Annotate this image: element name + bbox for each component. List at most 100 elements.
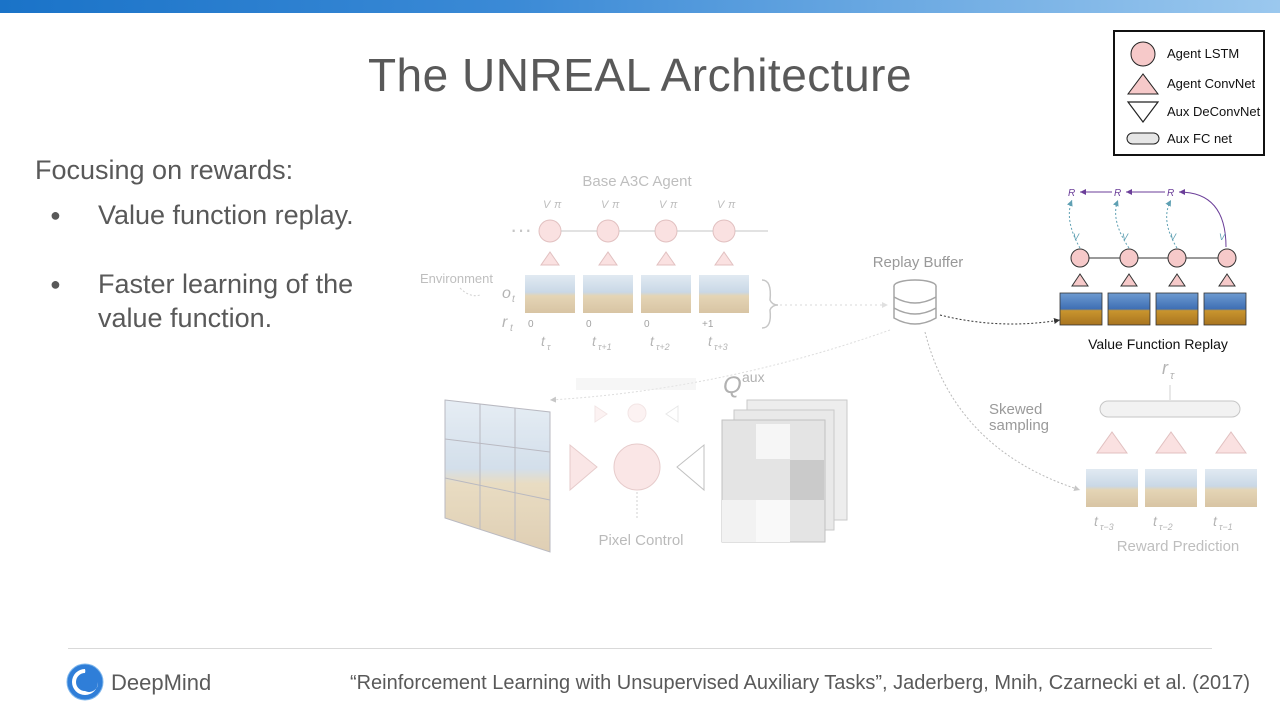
convnet-node xyxy=(1168,273,1186,287)
observation-frame xyxy=(1203,292,1247,326)
lstm-node xyxy=(712,219,736,243)
legend-item-aux-deconvnet: Aux DeConvNet xyxy=(1115,97,1263,125)
database-icon xyxy=(893,279,937,325)
base-timestep-2: V π 0 t τ+2 xyxy=(641,199,691,352)
bracket-shape xyxy=(761,279,779,329)
observation-frame xyxy=(1155,292,1199,326)
bullet-marker: ● xyxy=(50,274,61,294)
q-aux-map xyxy=(746,399,848,521)
observation-frame xyxy=(641,275,691,313)
return-arrow xyxy=(1178,189,1227,248)
ellipsis-text: ··· xyxy=(510,217,532,242)
convnet-node xyxy=(540,251,560,266)
q-aux-map xyxy=(721,419,826,543)
footer-divider xyxy=(68,648,1212,649)
grid-line xyxy=(444,477,551,501)
triangle-up-icon xyxy=(1127,73,1159,95)
time-label-base: t xyxy=(1213,513,1218,529)
replay-buffer-label: Replay Buffer xyxy=(873,254,964,271)
value-arrow xyxy=(1112,199,1130,249)
observation-frame xyxy=(1086,469,1138,507)
lstm-node xyxy=(1119,248,1139,268)
vfr-value-label: V xyxy=(1219,232,1226,242)
convnet-node xyxy=(1120,273,1138,287)
value-arrow xyxy=(1165,199,1178,249)
time-label-sub: τ xyxy=(547,342,551,352)
observation-subscript: t xyxy=(512,294,516,305)
brand-name: DeepMind xyxy=(111,670,212,695)
pixel-control-frames-strip xyxy=(576,378,696,390)
base-agent-title: Base A3C Agent xyxy=(582,173,692,190)
environment-arrow xyxy=(459,287,481,297)
observation-frame xyxy=(699,275,749,313)
q-aux-cell xyxy=(790,460,824,500)
base-timestep-1: V π 0 t τ+1 xyxy=(583,199,633,352)
bullet-text: Value function replay. xyxy=(98,200,354,230)
convnet-node xyxy=(594,405,608,423)
reward-value: 0 xyxy=(528,319,534,330)
convnet-node xyxy=(569,443,598,492)
time-label-sub: τ+2 xyxy=(656,342,670,352)
time-label-base: t xyxy=(650,333,655,349)
rp-output-symbol: r xyxy=(1162,358,1169,378)
policy-output-label: π xyxy=(554,199,562,211)
lstm-node xyxy=(538,219,562,243)
reward-symbol: r xyxy=(502,314,508,331)
convnet-node xyxy=(598,251,618,266)
vfr-value-label: V xyxy=(1073,232,1080,242)
vfr-return-label: R xyxy=(1114,188,1121,199)
policy-output-label: π xyxy=(728,199,736,211)
q-aux-superscript: aux xyxy=(742,369,765,385)
policy-output-label: π xyxy=(612,199,620,211)
rp-output-subscript: τ xyxy=(1170,370,1175,382)
time-label-base: t xyxy=(1094,513,1099,529)
bullet-text: value function. xyxy=(98,303,273,333)
top-accent-bar xyxy=(0,0,1280,13)
vfr-return-label: R xyxy=(1068,188,1075,199)
legend-label: Aux DeConvNet xyxy=(1167,104,1261,119)
skewed-sampling-arrow xyxy=(924,331,1081,492)
lstm-node xyxy=(613,443,661,491)
value-function-replay-group: R R R V V V V Value Function Replay xyxy=(1059,188,1247,352)
q-aux-cell xyxy=(756,424,790,459)
lstm-node xyxy=(1070,248,1090,268)
skewed-sampling-label: sampling xyxy=(989,417,1049,434)
legend-item-agent-lstm: Agent LSTM xyxy=(1115,39,1263,67)
slide-title: The UNREAL Architecture xyxy=(367,49,913,101)
observation-frame xyxy=(583,275,633,313)
lstm-node xyxy=(1217,248,1237,268)
legend-box: Agent LSTM Agent ConvNet Aux DeConvNet A… xyxy=(1113,30,1265,156)
observation-frame xyxy=(1059,292,1103,326)
convnet-node xyxy=(656,251,676,266)
replay-buffer-group: Replay Buffer Skewed sampling xyxy=(549,254,1081,492)
time-label-sub: τ−2 xyxy=(1159,522,1173,532)
lstm-node xyxy=(627,403,647,423)
value-output-label: V xyxy=(543,199,552,211)
convnet-node xyxy=(1071,273,1089,287)
reward-prediction-group: r τ t τ−3 t τ−2 t τ−1 Reward Prediction xyxy=(1086,358,1257,555)
base-timestep-3: V π +1 t τ+3 xyxy=(699,199,749,352)
observation-frame xyxy=(1145,469,1197,507)
time-label-base: t xyxy=(541,333,546,349)
unreal-architecture-diagram: Base A3C Agent ··· V π 0 t τ V π 0 t τ+1… xyxy=(420,173,1257,555)
value-function-replay-label: Value Function Replay xyxy=(1088,336,1228,352)
value-output-label: V xyxy=(659,199,668,211)
environment-label: Environment xyxy=(420,271,493,286)
citation-text: “Reinforcement Learning with Unsupervise… xyxy=(349,672,1250,694)
legend-label: Aux FC net xyxy=(1167,131,1233,146)
reward-prediction-label: Reward Prediction xyxy=(1117,538,1240,555)
time-label-sub: τ−1 xyxy=(1219,522,1233,532)
lstm-node xyxy=(654,219,678,243)
intro-text: Focusing on rewards: xyxy=(35,155,294,185)
pixel-control-label: Pixel Control xyxy=(598,532,683,549)
q-aux-label-group: Q aux Pixel Control xyxy=(598,369,764,549)
q-aux-symbol: Q xyxy=(723,372,742,399)
skewed-sampling-label: Skewed xyxy=(989,401,1042,418)
to-vfr-arrow xyxy=(939,314,1061,325)
circle-icon xyxy=(1130,41,1156,67)
reward-value: +1 xyxy=(702,319,714,330)
value-output-label: V xyxy=(601,199,610,211)
deconvnet-node xyxy=(665,405,679,423)
convnet-node xyxy=(714,251,734,266)
vfr-value-label: V xyxy=(1122,232,1129,242)
